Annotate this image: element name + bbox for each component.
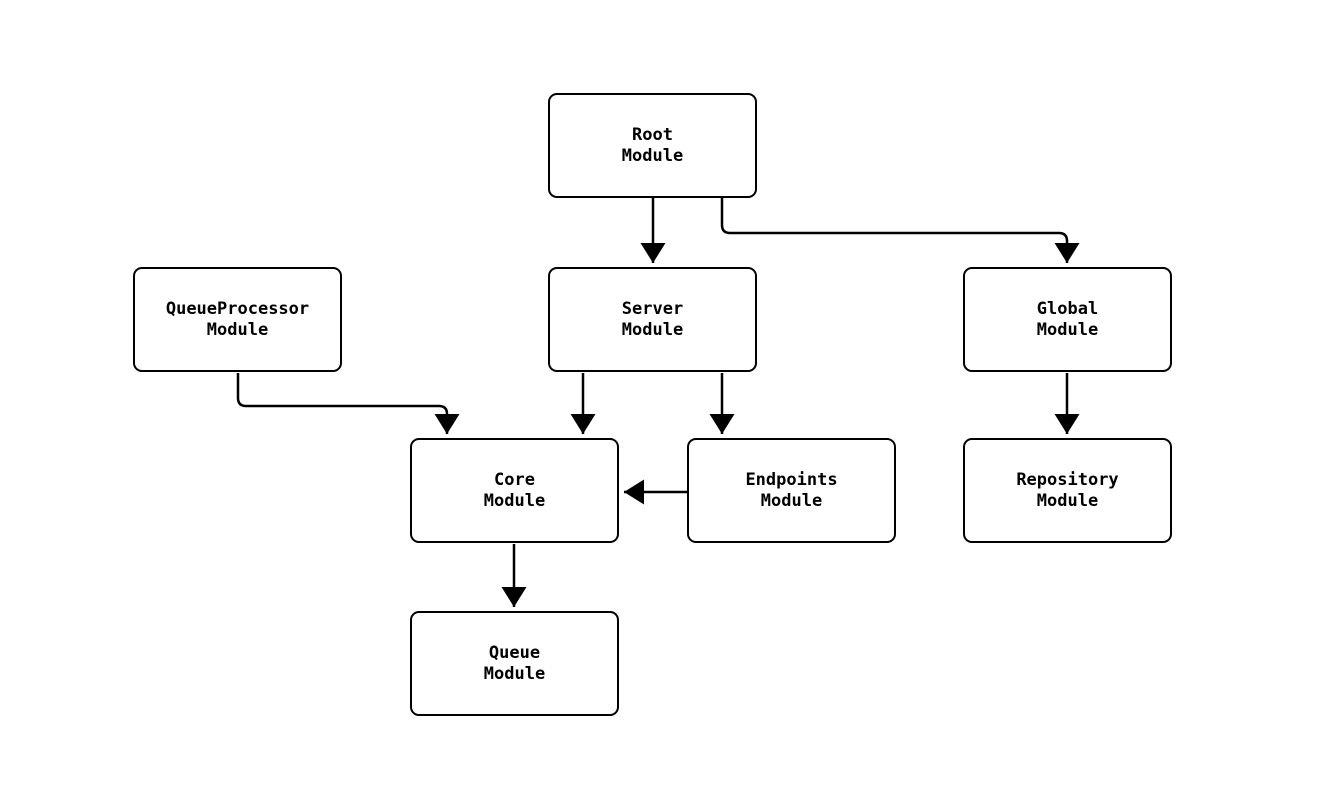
node-global-line2: Module (1036, 319, 1099, 340)
node-root-line2: Module (621, 145, 684, 166)
node-repository-module: Repository Module (963, 438, 1172, 543)
node-repository-line2: Module (1036, 490, 1099, 511)
node-repository-line1: Repository (1016, 469, 1119, 490)
node-root-line1: Root (632, 124, 673, 145)
node-queueprocessor-line2: Module (206, 319, 269, 340)
node-global-line1: Global (1036, 298, 1099, 319)
node-queue-module-label: Queue Module (484, 643, 545, 685)
node-core-line1: Core (494, 469, 535, 490)
node-global-module: Global Module (963, 267, 1172, 372)
node-core-module-label: Core Module (484, 470, 545, 512)
node-queueprocessor-module: QueueProcessor Module (133, 267, 342, 372)
node-queue-line1: Queue (488, 642, 541, 663)
node-global-module-label: Global Module (1037, 299, 1098, 341)
node-repository-module-label: Repository Module (1016, 470, 1118, 512)
node-root-module: Root Module (548, 93, 757, 198)
node-core-module: Core Module (410, 438, 619, 543)
node-endpoints-module: Endpoints Module (687, 438, 896, 543)
node-server-line2: Module (621, 319, 684, 340)
edge-root-to-global (720, 198, 1080, 263)
node-queueprocessor-module-label: QueueProcessor Module (166, 299, 309, 341)
node-queue-module: Queue Module (410, 611, 619, 716)
node-server-module: Server Module (548, 267, 757, 372)
node-server-line1: Server (621, 298, 684, 319)
node-endpoints-line1: Endpoints (745, 469, 838, 490)
node-queueprocessor-line1: QueueProcessor (165, 298, 310, 319)
node-endpoints-module-label: Endpoints Module (745, 470, 837, 512)
node-core-line2: Module (483, 490, 546, 511)
edge-queueprocessor-to-core (236, 373, 460, 434)
node-queue-line2: Module (483, 663, 546, 684)
node-server-module-label: Server Module (622, 299, 683, 341)
node-endpoints-line2: Module (760, 490, 823, 511)
node-root-module-label: Root Module (622, 125, 683, 167)
